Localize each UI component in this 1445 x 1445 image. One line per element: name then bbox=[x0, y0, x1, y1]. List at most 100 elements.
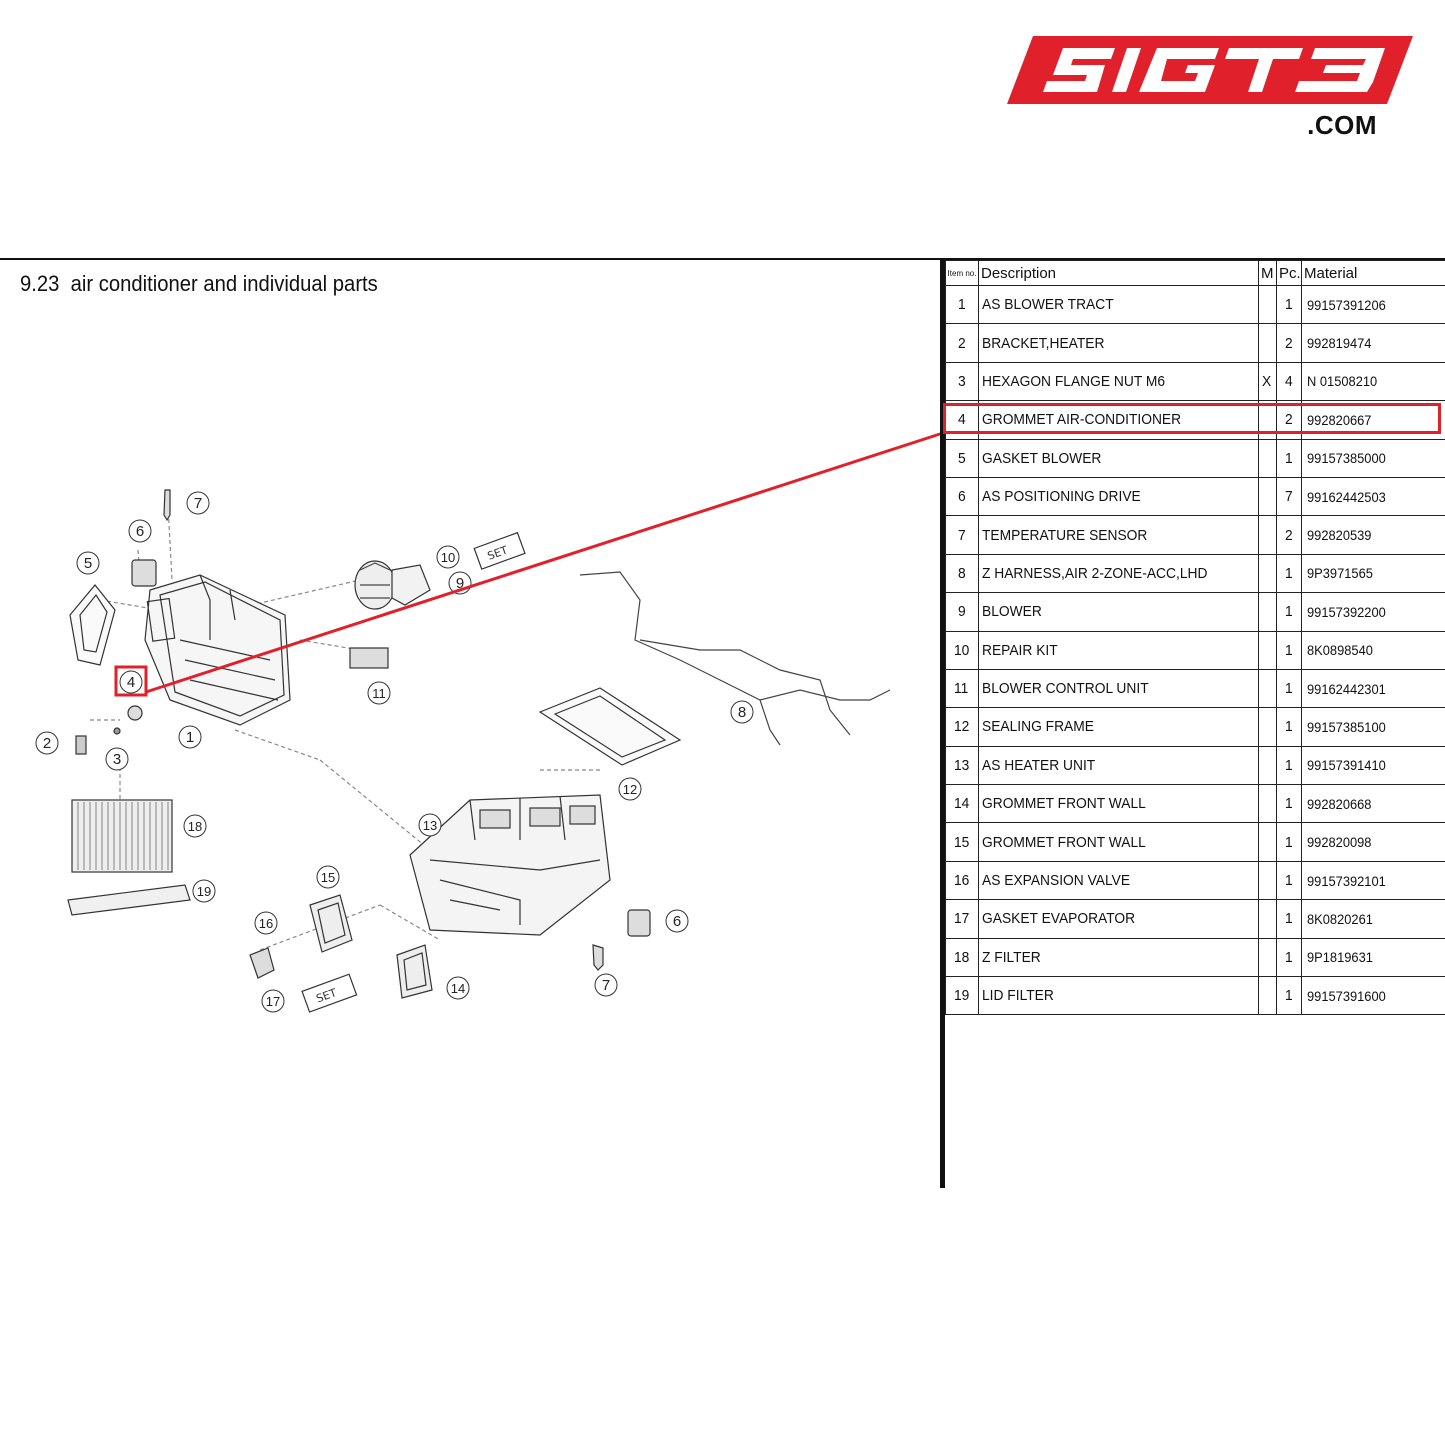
part-description-text: GASKET EVAPORATOR bbox=[982, 910, 1136, 928]
part-description: BLOWER CONTROL UNIT bbox=[978, 668, 1259, 709]
item-number-text: 7 bbox=[957, 526, 966, 544]
material-number-text: 99157392101 bbox=[1307, 872, 1386, 889]
svg-text:6: 6 bbox=[673, 913, 681, 930]
piece-count-text: 1 bbox=[1284, 718, 1293, 736]
part-description: AS EXPANSION VALVE bbox=[978, 860, 1259, 901]
item-number-text: 5 bbox=[957, 449, 966, 467]
item-number-text: 3 bbox=[957, 372, 966, 390]
part-description: GROMMET FRONT WALL bbox=[978, 784, 1259, 824]
material-number: 9P3971565 bbox=[1301, 553, 1445, 594]
part-description: AS HEATER UNIT bbox=[978, 745, 1259, 786]
piece-count-text: 2 bbox=[1284, 526, 1293, 544]
piece-count-text: 1 bbox=[1284, 449, 1293, 467]
material-number: 99157391206 bbox=[1301, 284, 1445, 325]
material-number-text: 992819474 bbox=[1307, 335, 1372, 352]
piece-count: 1 bbox=[1276, 822, 1302, 862]
sigt3-logo-mark bbox=[1007, 36, 1413, 104]
item-number-text: 14 bbox=[953, 795, 970, 813]
material-number: 99162442301 bbox=[1301, 668, 1445, 709]
piece-count-text: 1 bbox=[1284, 603, 1293, 621]
piece-count: 7 bbox=[1276, 476, 1302, 517]
svg-text:17: 17 bbox=[266, 994, 280, 1009]
item-number-text: 6 bbox=[957, 488, 966, 506]
part-description: AS POSITIONING DRIVE bbox=[978, 476, 1259, 517]
material-number-text: 99162442301 bbox=[1307, 680, 1386, 697]
item-number-text: 1 bbox=[957, 296, 966, 314]
part-description: GASKET EVAPORATOR bbox=[978, 899, 1259, 939]
part-description: TEMPERATURE SENSOR bbox=[978, 515, 1259, 555]
m-flag bbox=[1258, 630, 1277, 670]
part-description: REPAIR KIT bbox=[978, 630, 1259, 670]
piece-count-text: 1 bbox=[1284, 564, 1293, 582]
header-pc: Pc. bbox=[1276, 260, 1302, 286]
heater-unit-part bbox=[409, 794, 611, 936]
callout-11: 11 bbox=[367, 681, 391, 705]
piece-count: 1 bbox=[1276, 860, 1302, 901]
svg-text:18: 18 bbox=[188, 819, 202, 834]
material-number: N 01508210 bbox=[1301, 361, 1445, 402]
item-number-text: 4 bbox=[957, 411, 966, 429]
material-number: 8K0820261 bbox=[1301, 899, 1445, 939]
svg-text:12: 12 bbox=[623, 782, 637, 797]
m-flag bbox=[1258, 745, 1277, 786]
part-description: BLOWER bbox=[978, 592, 1259, 632]
piece-count-text: 1 bbox=[1284, 910, 1293, 928]
part-description: GROMMET FRONT WALL bbox=[978, 822, 1259, 862]
svg-text:2: 2 bbox=[43, 735, 51, 752]
callout-7: 7 bbox=[186, 491, 210, 515]
svg-text:4: 4 bbox=[127, 674, 135, 691]
callout-8: 8 bbox=[730, 700, 754, 724]
m-flag bbox=[1258, 937, 1277, 978]
item-number: 11 bbox=[945, 668, 979, 709]
callout-1: 1 bbox=[178, 725, 202, 749]
m-flag bbox=[1258, 438, 1277, 478]
m-flag bbox=[1258, 976, 1277, 1016]
item-number: 15 bbox=[945, 822, 979, 862]
piece-count: 1 bbox=[1276, 630, 1302, 670]
piece-count: 1 bbox=[1276, 592, 1302, 632]
callout-18: 18 bbox=[183, 814, 207, 838]
part-description: BRACKET,HEATER bbox=[978, 323, 1259, 363]
piece-count: 1 bbox=[1276, 899, 1302, 939]
part-description: AS BLOWER TRACT bbox=[978, 284, 1259, 325]
callout-10: 10 bbox=[436, 545, 460, 569]
header-item-no: Item no. bbox=[945, 260, 979, 286]
m-flag bbox=[1258, 668, 1277, 709]
gasket-blower-part bbox=[69, 584, 116, 666]
material-number: 992819474 bbox=[1301, 323, 1445, 363]
material-number: 992820098 bbox=[1301, 822, 1445, 862]
piece-count-text: 2 bbox=[1284, 411, 1293, 429]
callout-17: 17 bbox=[261, 989, 285, 1013]
part-description-text: BLOWER bbox=[982, 603, 1042, 621]
m-flag bbox=[1258, 822, 1277, 862]
part-description: Z FILTER bbox=[978, 937, 1259, 978]
svg-text:3: 3 bbox=[113, 751, 121, 768]
piece-count-text: 1 bbox=[1284, 872, 1293, 890]
item-number: 19 bbox=[945, 976, 979, 1016]
item-number-text: 13 bbox=[953, 756, 970, 774]
sigt3-logo: .COM bbox=[1005, 32, 1415, 142]
item-number: 13 bbox=[945, 745, 979, 786]
m-flag bbox=[1258, 284, 1277, 325]
svg-text:6: 6 bbox=[136, 523, 144, 540]
svg-text:14: 14 bbox=[451, 981, 465, 996]
highlighted-row-box bbox=[943, 403, 1441, 434]
